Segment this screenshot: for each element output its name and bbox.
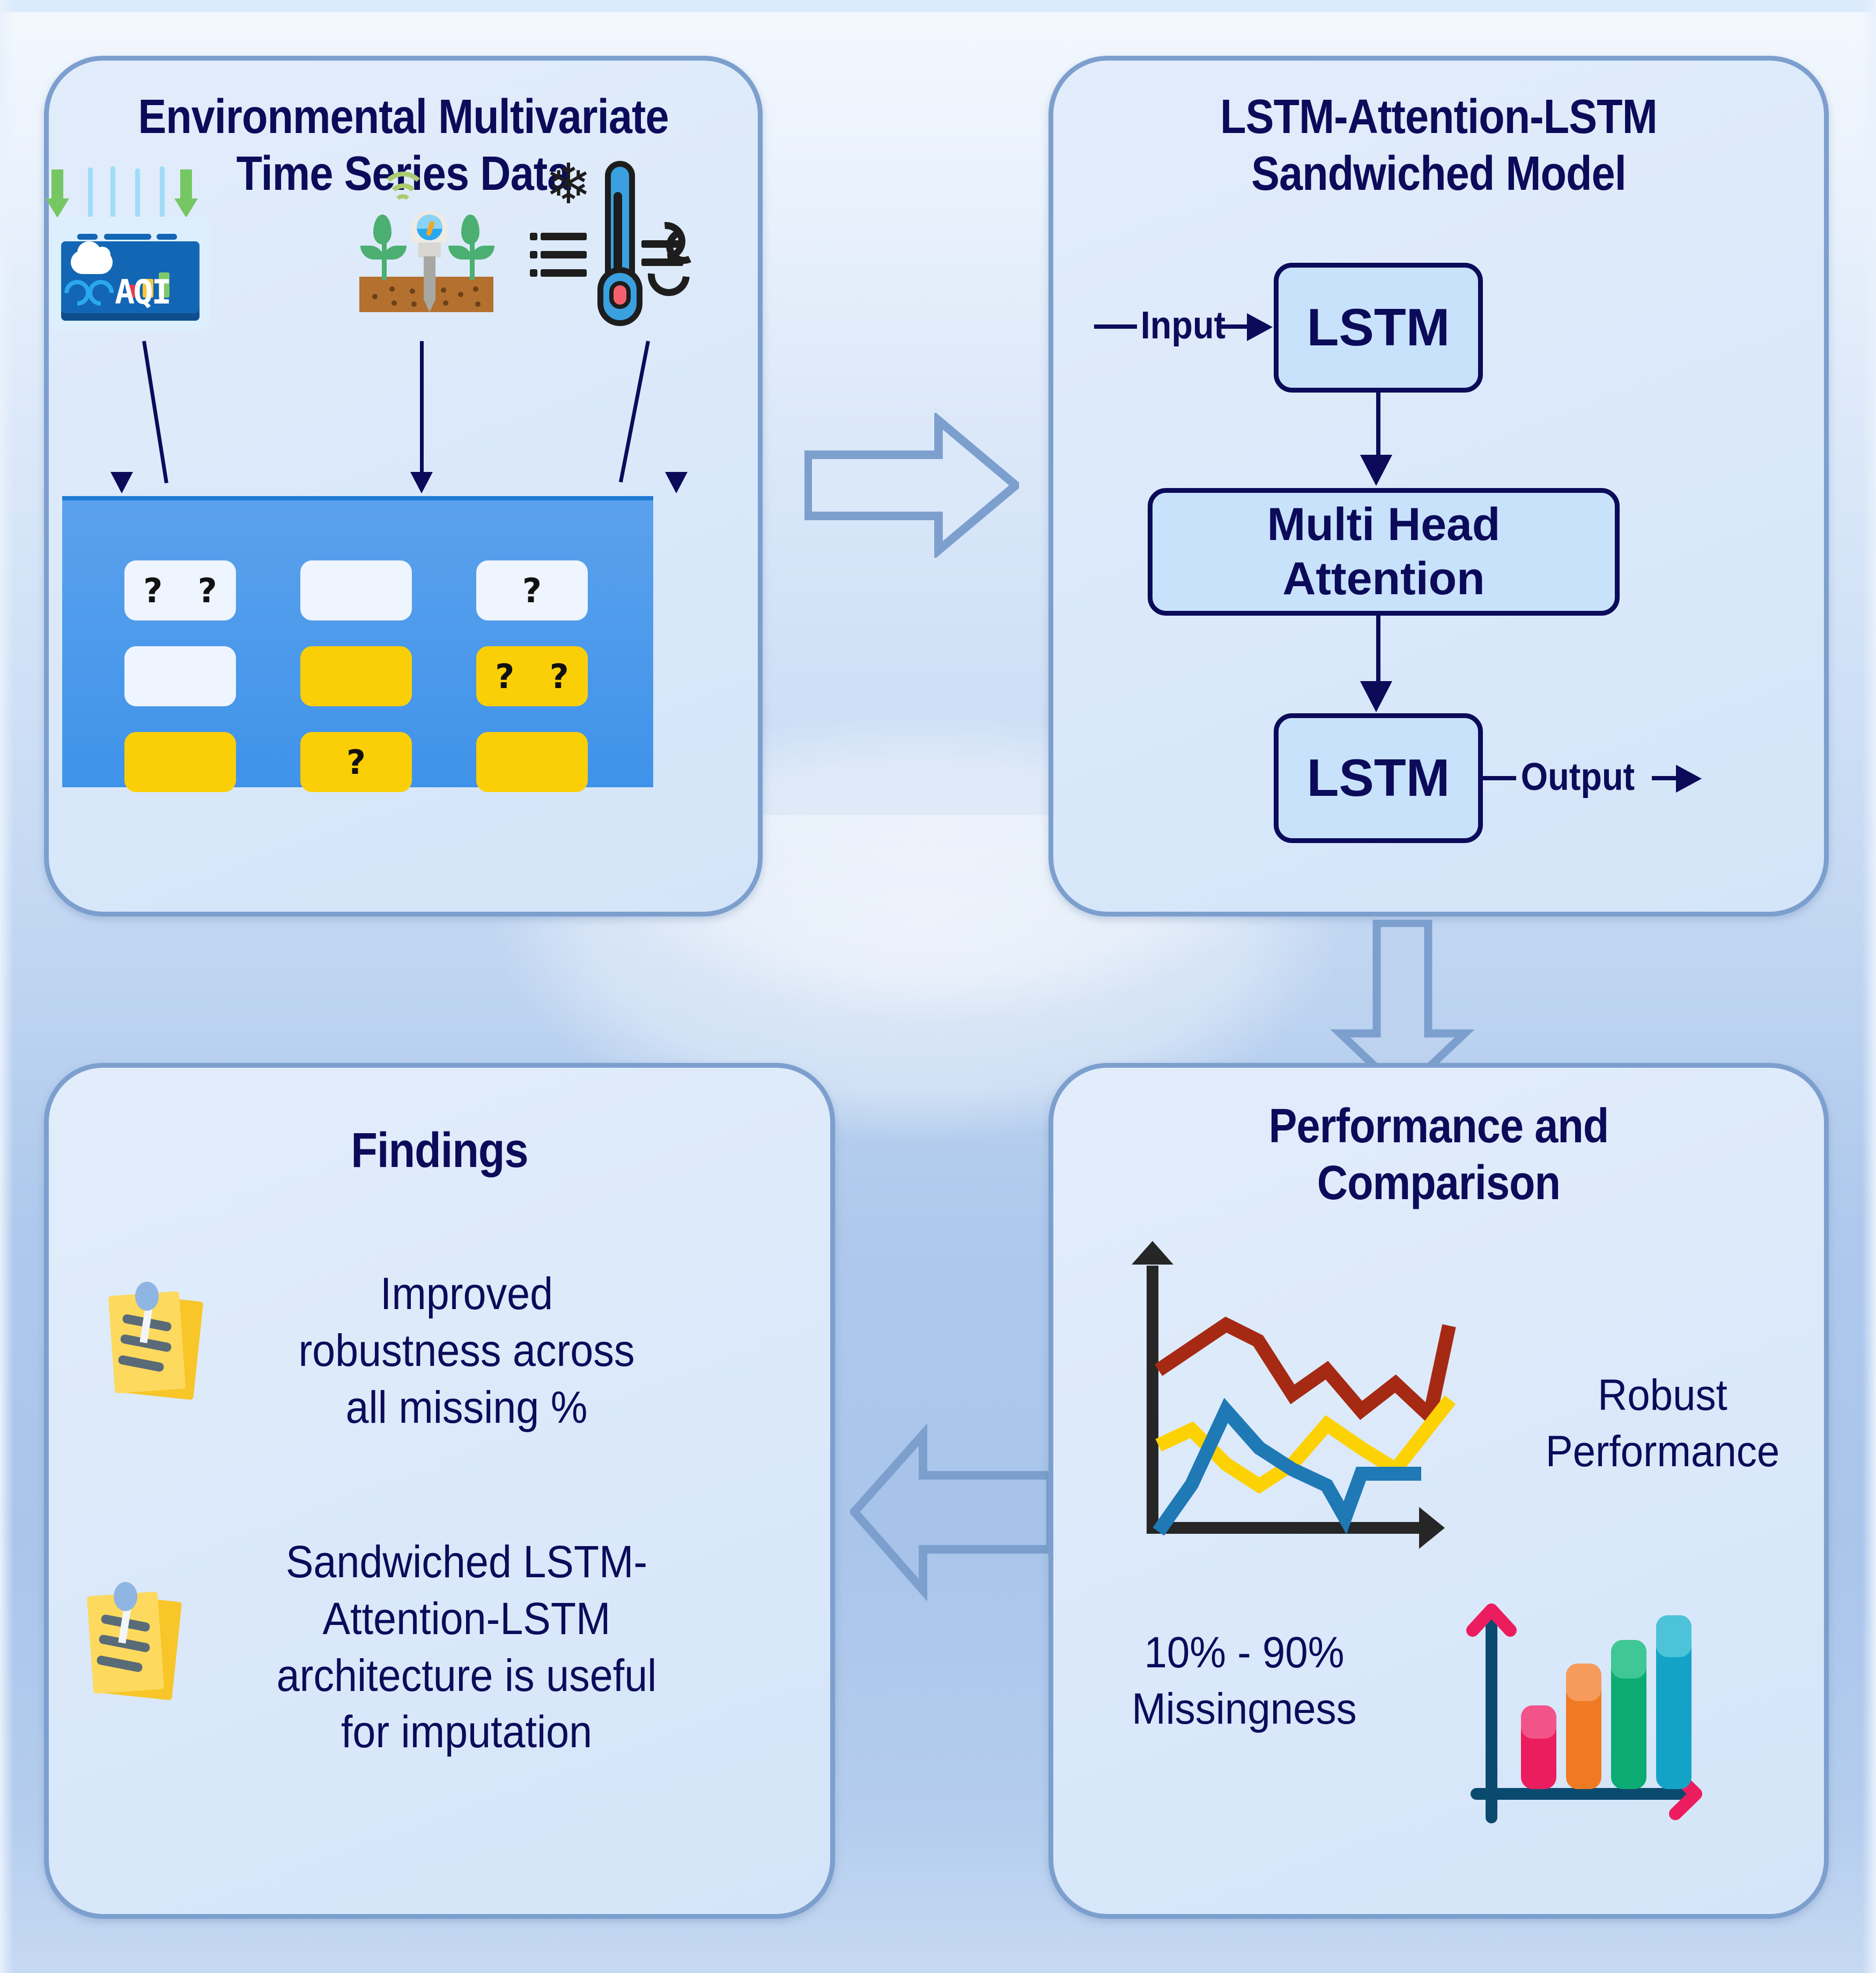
panel-findings-title: Findings (351, 1123, 528, 1178)
arrow-performance-to-findings (850, 1424, 1054, 1601)
finding-item-2: Sandwiched LSTM- Attention-LSTM architec… (276, 1536, 657, 1757)
grid-cell (300, 646, 412, 706)
line-chart-icon (1121, 1233, 1475, 1566)
note-icon-finding-1 (102, 1282, 209, 1405)
aqi-label: AQI (115, 272, 172, 312)
edge-lstm-to-attention-arrowhead (1360, 455, 1392, 486)
node-multi-head-attention-label: Multi Head Attention (1267, 498, 1501, 604)
background-right-edge (1862, 0, 1876, 1973)
input-label: Input (1140, 304, 1226, 347)
grid-cell (124, 732, 236, 792)
bar-chart-icon (1448, 1555, 1781, 1856)
temperature-thermometer-icon: ❄ (530, 153, 707, 341)
air-quality-sensor-icon: AQI (39, 161, 221, 338)
node-lstm-bottom: LSTM (1274, 713, 1483, 843)
panel-model-title: LSTM-Attention-LSTM Sandwiched Model (1220, 90, 1658, 201)
background-left-edge (0, 0, 14, 1973)
grid-cell: ? ? (476, 646, 588, 706)
note-icon-finding-2 (80, 1582, 188, 1705)
output-arrowhead (1676, 765, 1702, 793)
output-arrow-line (1652, 776, 1680, 780)
edge-attention-to-lstm-arrowhead (1360, 681, 1392, 712)
panel-performance-comparison: Performance and Comparison (1048, 1063, 1829, 1919)
grid-cell: ? ? (124, 560, 236, 620)
background-top-edge (0, 0, 1876, 12)
finding-item-1: Improved robustness across all missing % (298, 1268, 635, 1432)
data-flow-arrowhead-soil (410, 472, 433, 493)
soil-moisture-sensor-icon (327, 161, 515, 338)
arrow-data-to-model (804, 413, 1019, 558)
input-arrowhead (1247, 313, 1273, 341)
snowflake-icon: ❄ (545, 153, 592, 216)
panel-performance-title: Performance and Comparison (1268, 1099, 1609, 1210)
grid-cell: ? (300, 732, 412, 792)
node-lstm-top: LSTM (1274, 263, 1483, 393)
panel-findings: Findings (44, 1063, 835, 1919)
node-multi-head-attention: Multi Head Attention (1148, 488, 1620, 616)
data-flow-line-soil (420, 341, 424, 487)
grid-cell (476, 732, 588, 792)
missingness-range-label: 10% - 90% Missingness (1132, 1628, 1357, 1733)
edge-lstm-to-attention (1376, 393, 1380, 458)
missing-data-grid: ? ? ? ? ? ? (62, 496, 653, 792)
output-stub-line (1483, 776, 1516, 780)
grid-cell: ? (476, 560, 588, 620)
input-stub-line (1094, 324, 1137, 329)
bar-4 (1656, 1615, 1692, 1789)
input-arrow-line (1217, 324, 1251, 329)
data-flow-arrowhead-thermo (665, 472, 688, 493)
robust-performance-label: Robust Performance (1545, 1371, 1780, 1476)
edge-attention-to-lstm (1376, 616, 1380, 684)
data-flow-arrowhead-aqi (110, 472, 133, 493)
output-label: Output (1520, 756, 1635, 799)
grid-cell (300, 560, 412, 620)
line-series-blue (1153, 1398, 1421, 1536)
grid-cell (124, 646, 236, 706)
line-series-red (1154, 1316, 1456, 1430)
